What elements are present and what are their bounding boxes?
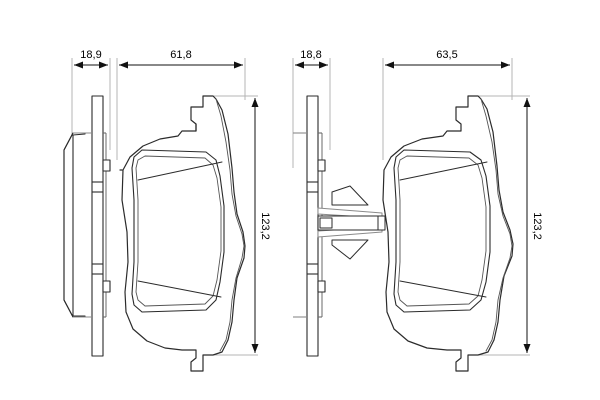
side-lug-left (377, 215, 386, 231)
friction-material-inner-outline-2 (397, 155, 487, 307)
right-pad-face-view (377, 95, 514, 372)
retaining-lug-top (102, 159, 111, 172)
backing-plate-bar (91, 95, 104, 357)
dim-label-width-left: 61,8 (170, 49, 191, 61)
extension-lines (71, 58, 530, 356)
clip-upper-wing (331, 185, 369, 206)
spring-clip-assembly (317, 185, 383, 260)
chamfer-line-top (137, 161, 223, 181)
left-side-profile-view (63, 95, 111, 357)
right-side-profile-view-with-clip (293, 95, 383, 357)
friction-material-outline (131, 149, 225, 313)
dim-label-height-right: 123,2 (531, 212, 543, 240)
pad-inner-edge-2 (480, 98, 513, 352)
clip-body-inner (319, 217, 333, 229)
clip-lower-wing (331, 239, 369, 260)
chamfer-line-bottom-2 (399, 280, 487, 298)
dim-label-width-right: 63,5 (436, 49, 457, 61)
retaining-lug-bottom-2 (317, 280, 326, 293)
friction-material-outline-2 (393, 149, 491, 313)
chamfer-line-bottom (137, 280, 222, 298)
pad-inner-edge (215, 98, 245, 352)
left-pad-face-view (119, 95, 246, 372)
dim-label-thickness-right: 18,8 (300, 49, 321, 61)
dimension-lines-vertical (251, 98, 531, 353)
retaining-lug-top-2 (317, 159, 326, 172)
dim-label-thickness-left: 18,9 (80, 49, 101, 61)
retaining-lug-bottom (102, 280, 111, 293)
chamfer-line-top-2 (399, 161, 488, 181)
dim-label-height-left: 123,2 (259, 212, 271, 240)
backing-plate-bar-2 (306, 95, 319, 357)
friction-material-inner-outline (135, 155, 222, 307)
